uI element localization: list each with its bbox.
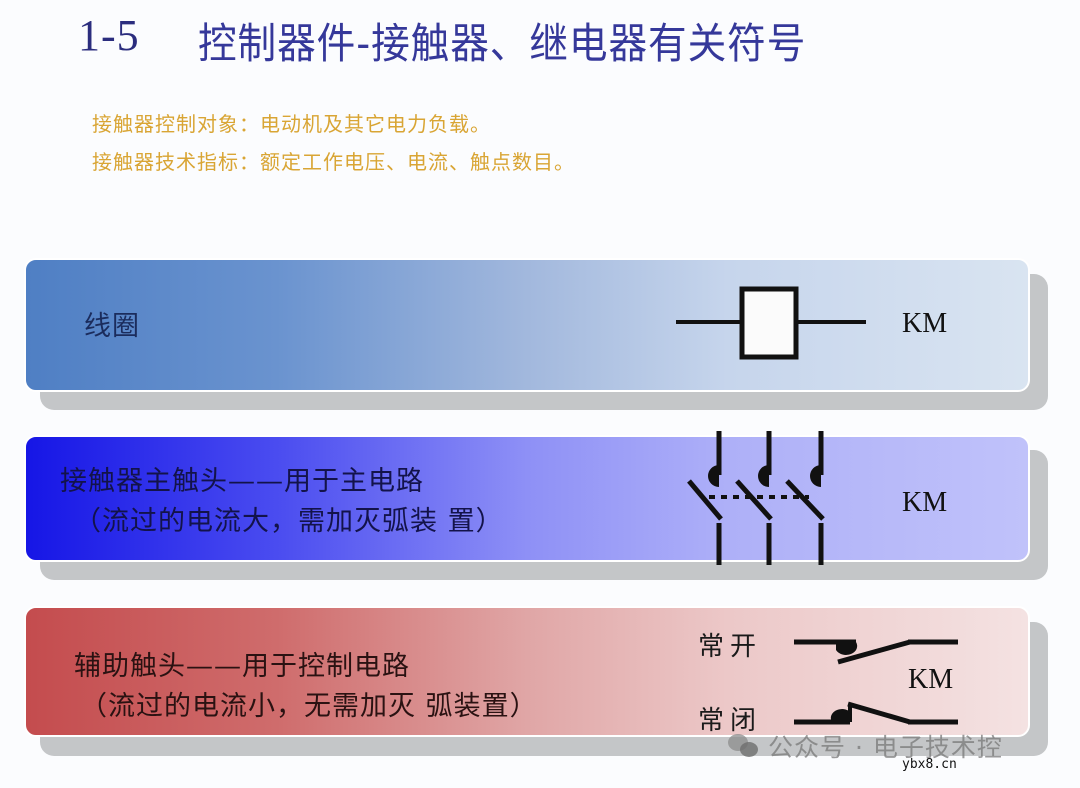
- aux-contact-designator: KM: [908, 664, 954, 695]
- subtitle-control-object: 接触器控制对象：电动机及其它电力负载。: [92, 112, 491, 136]
- normally-open-contact-icon: [794, 639, 958, 665]
- site-label: ybx8.cn: [902, 757, 957, 772]
- main-contact-label-line2: （流过的电流大，需加灭弧装 置）: [74, 506, 504, 537]
- watermark: 公众号 · 电子技术控: [728, 728, 1003, 764]
- coil-label: 线圈: [84, 311, 140, 342]
- wechat-icon: [728, 734, 760, 760]
- slide-title: 控制器件-接触器、继电器有关符号: [198, 19, 807, 68]
- aux-contact-label-line1: 辅助触头——用于控制电路: [74, 651, 410, 682]
- panel-coil: 线圈 KM: [24, 258, 1030, 392]
- three-pole-main-contact-icon: [687, 431, 825, 565]
- normally-closed-label: 常闭: [698, 706, 763, 736]
- panel-main-contact: 接触器主触头——用于主电路 （流过的电流大，需加灭弧装 置） KM: [24, 431, 1030, 565]
- main-contact-label-line1: 接触器主触头——用于主电路: [60, 466, 424, 497]
- normally-open-label: 常开: [698, 632, 763, 662]
- watermark-text: 公众号 · 电子技术控: [768, 733, 1003, 762]
- coil-designator: KM: [902, 308, 948, 339]
- main-contact-designator: KM: [902, 487, 948, 518]
- subtitle-tech-spec: 接触器技术指标：额定工作电压、电流、触点数目。: [92, 150, 575, 174]
- slide-number: 1-5: [78, 11, 140, 60]
- panel-aux-contact: 辅助触头——用于控制电路 （流过的电流小，无需加灭 弧装置） 常开 常闭 KM: [24, 606, 1030, 737]
- normally-closed-contact-icon: [794, 701, 958, 725]
- coil-symbol-icon: [676, 286, 866, 360]
- aux-contact-label-line2: （流过的电流小，无需加灭 弧装置）: [80, 691, 538, 722]
